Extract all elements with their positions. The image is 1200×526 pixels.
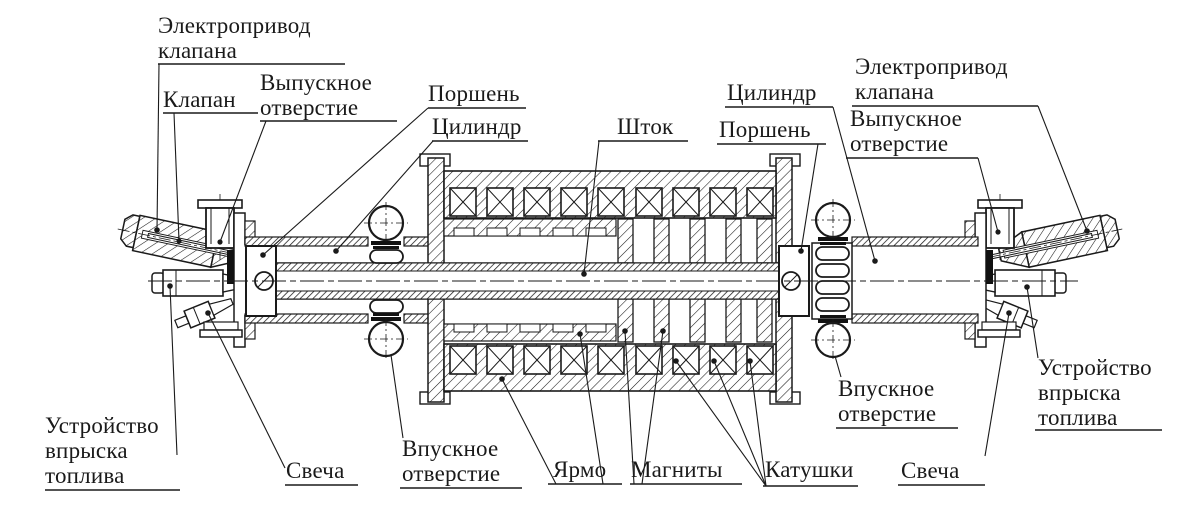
label-exhaust-right: Выпускное отверстие: [850, 106, 963, 156]
label-cylinder-left: Цилиндр: [432, 114, 522, 139]
mover-sleeve: [443, 218, 617, 342]
left-valve-head: [227, 250, 234, 284]
label-magnets: Магниты: [631, 457, 723, 482]
label-underlines: [45, 63, 1162, 491]
label-injector-left: Устройство впрыска топлива: [45, 413, 159, 488]
label-intake-left: Впускное отверстие: [402, 436, 501, 486]
right-cylinder: [850, 236, 979, 324]
label-yoke: Ярмо: [553, 457, 607, 482]
label-coils: Катушки: [765, 457, 854, 482]
leader-lines: [154, 63, 1090, 487]
label-exhaust-left: Выпускное отверстие: [260, 70, 373, 120]
left-port-valves: [364, 202, 408, 360]
label-cylinder-right: Цилиндр: [727, 80, 817, 105]
label-valve-left: Клапан: [163, 87, 236, 112]
label-rod: Шток: [617, 114, 674, 139]
label-valve-drive-right: Электропривод клапана: [855, 54, 1008, 104]
left-spark-plug: [174, 298, 234, 329]
right-exhaust-port: [977, 194, 1023, 260]
left-valve-actuator: [117, 214, 255, 269]
label-piston-left: Поршень: [428, 81, 520, 106]
right-port-valves: [811, 199, 855, 361]
right-valve-head: [986, 250, 993, 284]
label-valve-drive-left: Электропривод клапана: [158, 13, 311, 63]
label-intake-right: Впускное отверстие: [838, 376, 937, 426]
label-spark-plug-right: Свеча: [901, 458, 960, 483]
label-piston-right: Поршень: [719, 117, 811, 142]
label-injector-right: Устройство впрыска топлива: [1038, 355, 1152, 430]
label-spark-plug-left: Свеча: [286, 458, 345, 483]
